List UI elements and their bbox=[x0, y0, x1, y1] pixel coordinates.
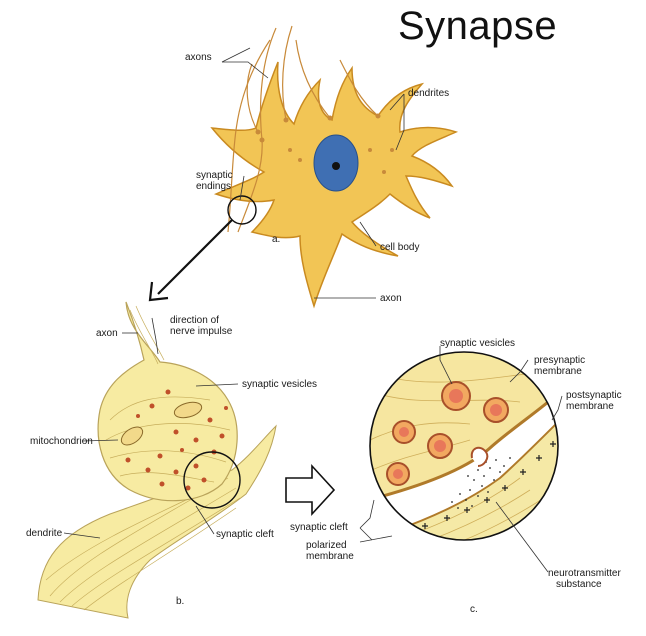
label-polarized-1: polarized bbox=[306, 540, 347, 551]
label-mitochondrion: mitochondrion bbox=[30, 436, 93, 447]
label-cell-body: cell body bbox=[380, 242, 419, 253]
label-postsynaptic-1: postsynaptic bbox=[566, 390, 622, 401]
zoom-arrow bbox=[150, 220, 232, 300]
diagram-title: Synapse bbox=[398, 4, 557, 49]
label-synaptic-endings-2: endings bbox=[196, 181, 231, 192]
panel-label-a: a. bbox=[272, 234, 280, 245]
neuron-illustration bbox=[212, 26, 456, 306]
label-polarized-2: membrane bbox=[306, 551, 354, 562]
label-postsynaptic-2: membrane bbox=[566, 401, 614, 412]
label-synaptic-cleft-c: synaptic cleft bbox=[290, 522, 348, 533]
label-axon-b: axon bbox=[96, 328, 118, 339]
label-direction-1: direction of bbox=[170, 315, 219, 326]
label-direction-2: nerve impulse bbox=[170, 326, 232, 337]
label-axons: axons bbox=[185, 52, 212, 63]
panel-label-c: c. bbox=[470, 604, 478, 615]
label-presynaptic-2: membrane bbox=[534, 366, 582, 377]
label-presynaptic-1: presynaptic bbox=[534, 355, 585, 366]
label-synaptic-vesicles-c: synaptic vesicles bbox=[440, 338, 515, 349]
label-axon-a: axon bbox=[380, 293, 402, 304]
label-synaptic-endings-1: synaptic bbox=[196, 170, 233, 181]
label-dendrite: dendrite bbox=[26, 528, 62, 539]
label-neurotransmitter-2: substance bbox=[556, 579, 602, 590]
open-arrow bbox=[286, 466, 334, 514]
label-neurotransmitter-1: neurotransmitter bbox=[548, 568, 621, 579]
magnified-synapse bbox=[368, 352, 568, 562]
nucleolus bbox=[332, 162, 340, 170]
label-synaptic-vesicles-b: synaptic vesicles bbox=[242, 379, 317, 390]
label-synaptic-cleft-b: synaptic cleft bbox=[216, 529, 274, 540]
panel-label-b: b. bbox=[176, 596, 184, 607]
label-dendrites: dendrites bbox=[408, 88, 449, 99]
